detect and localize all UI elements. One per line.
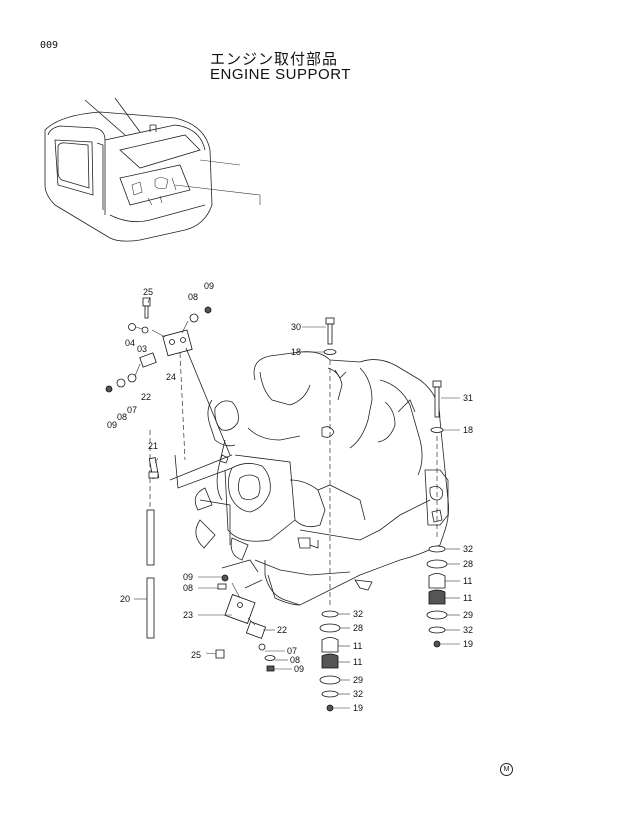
callout-09-lower2: 09 bbox=[294, 664, 304, 674]
bracket-24 bbox=[162, 329, 193, 357]
bolt-25-lower bbox=[215, 649, 225, 659]
upper-bracket-group bbox=[105, 296, 231, 461]
bolt-31 bbox=[434, 386, 440, 418]
callout-labels: 25 09 08 04 03 24 22 07 08 09 21 20 09 0… bbox=[107, 281, 473, 713]
washer-32-right-a bbox=[428, 545, 446, 553]
rubber-11-right-a bbox=[428, 573, 446, 589]
leader-lines bbox=[134, 326, 460, 709]
washer-08-left bbox=[116, 378, 126, 388]
nut-09-left bbox=[105, 385, 113, 393]
bolt-30-head bbox=[325, 317, 335, 325]
callout-30: 30 bbox=[291, 322, 301, 332]
excavator-thumbnail bbox=[44, 97, 261, 242]
right-mount-stack bbox=[426, 380, 448, 648]
callout-22-lower: 22 bbox=[277, 625, 287, 635]
callout-09-upper: 09 bbox=[204, 281, 214, 291]
plate-28-center bbox=[319, 623, 341, 633]
registered-mark: M bbox=[500, 763, 513, 776]
washer-08-lower2 bbox=[264, 655, 276, 661]
callout-32-center-b: 32 bbox=[353, 689, 363, 699]
rod-20-upper bbox=[146, 509, 155, 566]
callout-09-left: 09 bbox=[107, 420, 117, 430]
washer-07-upper bbox=[127, 373, 137, 383]
nut-09-lower bbox=[221, 574, 229, 582]
nut-04 bbox=[128, 323, 136, 331]
nut-19-center bbox=[326, 704, 334, 712]
callout-08-lower: 08 bbox=[183, 583, 193, 593]
callout-08-lower2: 08 bbox=[290, 655, 300, 665]
washer-18-center bbox=[323, 349, 337, 355]
bolt-21-head bbox=[148, 471, 159, 479]
rubber-11-right-b bbox=[428, 589, 446, 605]
lower-bracket-group bbox=[205, 574, 276, 672]
callout-11-center-b: 11 bbox=[353, 657, 362, 667]
bolt-30 bbox=[327, 323, 333, 345]
callout-22-upper: 22 bbox=[141, 392, 151, 402]
callout-11-right-b: 11 bbox=[463, 593, 472, 603]
callout-09-lower: 09 bbox=[183, 572, 193, 582]
callout-32-right-b: 32 bbox=[463, 625, 473, 635]
title-japanese: エンジン取付部品 bbox=[210, 50, 339, 68]
rod-20-lower bbox=[146, 577, 155, 639]
callout-20: 20 bbox=[120, 594, 130, 604]
engine-assembly bbox=[169, 351, 449, 606]
bolt-25-head bbox=[142, 297, 151, 307]
callout-32-center-a: 32 bbox=[353, 609, 363, 619]
callout-28-right: 28 bbox=[463, 559, 473, 569]
callout-11-right-a: 11 bbox=[463, 576, 472, 586]
callout-19-right: 19 bbox=[463, 639, 473, 649]
callout-18-center: 18 bbox=[291, 347, 301, 357]
plate-29-center bbox=[319, 675, 341, 685]
callout-18-right: 18 bbox=[463, 425, 473, 435]
callout-25-lower: 25 bbox=[191, 650, 201, 660]
washer-32-center-b bbox=[321, 690, 339, 698]
callout-21: 21 bbox=[148, 441, 158, 451]
washer-32-center-a bbox=[321, 610, 339, 618]
center-mount-stack bbox=[319, 317, 341, 712]
callout-11-center-a: 11 bbox=[353, 641, 362, 651]
washer-08-lower bbox=[217, 583, 227, 590]
callout-25-upper: 25 bbox=[143, 287, 153, 297]
washer-03 bbox=[141, 326, 149, 334]
callout-08-upper: 08 bbox=[188, 292, 198, 302]
nut-09-upper bbox=[204, 306, 212, 314]
bolt-31-head bbox=[432, 380, 442, 388]
washer-08-upper bbox=[189, 313, 199, 323]
bolt-21-group bbox=[148, 457, 160, 479]
nut-09-lower2 bbox=[266, 665, 275, 672]
plate-28-right bbox=[426, 559, 448, 569]
callout-08-left: 08 bbox=[117, 412, 127, 422]
bracket-23 bbox=[224, 594, 256, 624]
callout-19-center: 19 bbox=[353, 703, 363, 713]
rubber-11-center-a bbox=[321, 637, 339, 653]
page-code: 009 bbox=[40, 40, 59, 51]
mount-22-upper bbox=[139, 352, 157, 368]
callout-29-right: 29 bbox=[463, 610, 473, 620]
plate-29-right bbox=[426, 610, 448, 620]
rod-parts bbox=[146, 430, 155, 639]
callout-28-center: 28 bbox=[353, 623, 363, 633]
washer-07-lower bbox=[258, 643, 266, 651]
callout-07-lower: 07 bbox=[287, 646, 297, 656]
washer-18-right bbox=[430, 427, 444, 433]
callout-07-upper: 07 bbox=[127, 405, 137, 415]
callout-31: 31 bbox=[463, 393, 473, 403]
callout-29-center: 29 bbox=[353, 675, 363, 685]
title-english: ENGINE SUPPORT bbox=[210, 66, 351, 83]
callout-03: 03 bbox=[137, 344, 147, 354]
mount-22-lower bbox=[245, 621, 267, 639]
callout-24: 24 bbox=[166, 372, 176, 382]
washer-32-right-b bbox=[428, 626, 446, 634]
callout-04: 04 bbox=[125, 338, 135, 348]
nut-19-right bbox=[433, 640, 441, 648]
rubber-11-center-b bbox=[321, 653, 339, 669]
callout-32-right-a: 32 bbox=[463, 544, 473, 554]
callout-23: 23 bbox=[183, 610, 193, 620]
